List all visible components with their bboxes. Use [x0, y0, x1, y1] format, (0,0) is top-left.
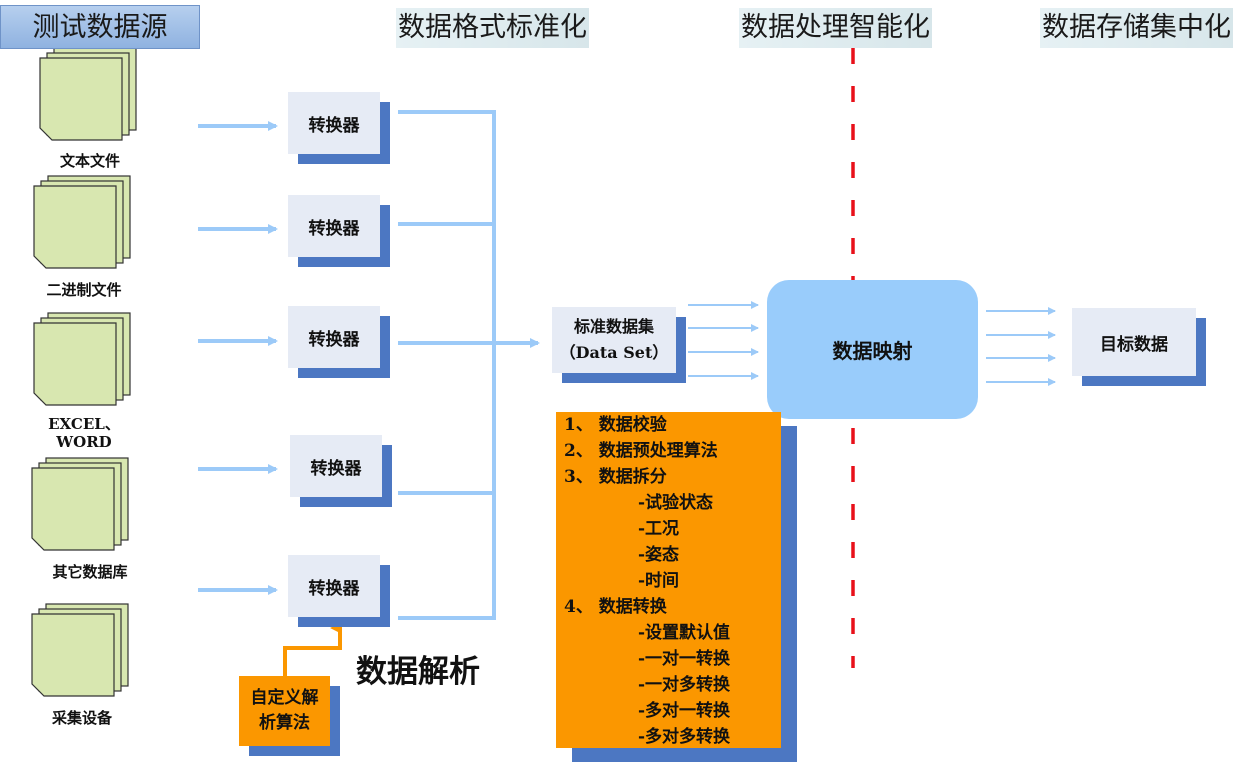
arrow-custom-to-converter [283, 622, 342, 676]
target-data-box: 目标数据 [1072, 308, 1196, 376]
converter-box-3: 转换器 [288, 306, 380, 368]
doc-stack-device [31, 603, 129, 697]
processing-steps-panel: 1、 数据校验 2、 数据预处理算法 3、 数据拆分 -试验状态 -工况 -姿态… [556, 412, 781, 748]
doc-stack-text [39, 47, 137, 141]
substep-default-value: -设置默认值 [638, 623, 731, 643]
source-label-other-database: 其它数据库 [52, 563, 128, 581]
source-label-excel: EXCEL、 [48, 415, 120, 433]
substep-one-to-one: -一对一转换 [638, 649, 731, 669]
custom-algorithm-line2: 析算法 [259, 713, 310, 733]
source-label-word: WORD [56, 433, 112, 451]
converter-box-1: 转换器 [288, 92, 380, 154]
header-storage-centralization: 数据存储集中化 [1040, 8, 1233, 48]
data-parsing-label: 数据解析 [356, 654, 480, 690]
data-mapping-box: 数据映射 [767, 280, 978, 419]
custom-algorithm-line1: 自定义解 [250, 688, 319, 708]
doc-stack-binary [33, 175, 131, 269]
standard-dataset-title: 标准数据集 [573, 317, 654, 336]
doc-stack-excel [33, 312, 131, 406]
substep-working-condition: -工况 [638, 519, 680, 539]
source-label-acquisition-device: 采集设备 [51, 709, 112, 727]
substep-one-to-many: -一对多转换 [638, 675, 731, 695]
header-format-standardization: 数据格式标准化 [396, 8, 589, 48]
substep-time: -时间 [638, 571, 680, 591]
step-conversion: 4、 数据转换 [564, 597, 667, 617]
doc-stack-database [31, 457, 129, 551]
step-splitting: 3、 数据拆分 [564, 467, 667, 487]
header-test-data-source: 测试数据源 [0, 5, 200, 49]
standard-dataset-subtitle: （Data Set） [559, 343, 669, 362]
converter-box-2: 转换器 [288, 195, 380, 257]
source-label-text-file: 文本文件 [59, 152, 120, 170]
substep-test-state: -试验状态 [638, 493, 714, 513]
custom-parse-algorithm-box: 自定义解 析算法 [239, 676, 330, 746]
substep-many-to-one: -多对一转换 [638, 701, 731, 721]
step-preprocessing: 2、 数据预处理算法 [564, 441, 718, 461]
standard-dataset-box: 标准数据集 （Data Set） [552, 307, 676, 373]
converter-box-4: 转换器 [290, 435, 382, 497]
step-validation: 1、 数据校验 [564, 415, 667, 435]
header-processing-intelligence: 数据处理智能化 [739, 8, 932, 48]
substep-many-to-many: -多对多转换 [638, 727, 731, 747]
converter-box-5: 转换器 [288, 555, 380, 617]
substep-attitude: -姿态 [638, 545, 680, 565]
source-label-binary-file: 二进制文件 [46, 281, 122, 299]
